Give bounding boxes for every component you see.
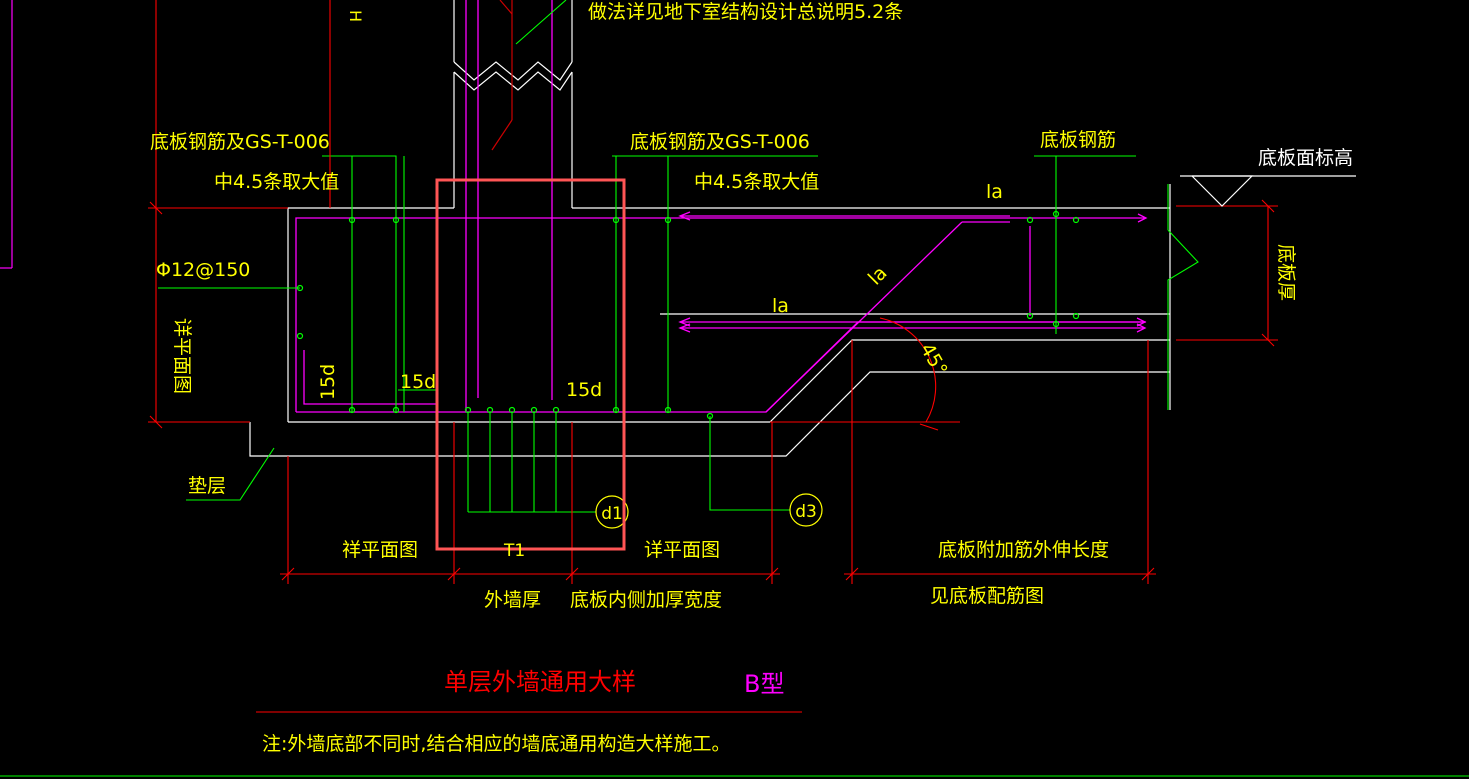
inner-thicken-label: 底板内侧加厚宽度 <box>570 589 722 611</box>
bar-spec-label: Φ12@150 <box>156 259 250 281</box>
footnote: 注:外墙底部不同时,结合相应的墙底通用构造大样施工。 <box>262 733 730 755</box>
mid-rebar-note-line1: 底板钢筋及GS-T-006 <box>630 131 810 153</box>
slab-top-elevation-label: 底板面标高 <box>1258 147 1353 169</box>
leader-lines <box>158 0 1199 513</box>
see-plan-vertical-label: 详平面图 <box>171 318 193 394</box>
wall-thickness-label: 外墙厚 <box>484 589 541 611</box>
rebar-lines <box>295 0 1146 413</box>
rebar-arrowheads <box>678 211 1148 333</box>
drawing-title: 单层外墙通用大样 <box>444 668 636 696</box>
rebar-dots <box>296 210 1080 420</box>
top-note: 做法详见地下室结构设计总说明5.2条 <box>588 1 903 23</box>
callout-d3: d3 <box>789 493 823 527</box>
la-label-diagonal: la <box>864 262 892 290</box>
dim-far-label: 底板附加筋外伸长度 <box>938 539 1109 561</box>
mid-rebar-note-line2: 中4.5条取大值 <box>694 171 819 193</box>
svg-text:d1: d1 <box>601 504 623 524</box>
type-tag: B型 <box>744 670 784 698</box>
left-rebar-note-line1: 底板钢筋及GS-T-006 <box>150 131 330 153</box>
top-rotated-label: H <box>346 10 365 22</box>
cushion-label: 垫层 <box>188 475 226 497</box>
right-rebar-note: 底板钢筋 <box>1040 129 1116 151</box>
la-label-middle: la <box>772 295 789 317</box>
wall-outline <box>287 0 1171 423</box>
anchor-15d-left: 15d <box>400 371 436 393</box>
see-slab-rebar-label: 见底板配筋图 <box>930 585 1044 607</box>
dim-t1-label: T1 <box>503 541 525 561</box>
elevation-symbol <box>1180 175 1356 207</box>
dimension-lines <box>148 0 1278 584</box>
wall-hatch <box>491 0 513 151</box>
anchor-15d-right: 15d <box>566 379 602 401</box>
left-edge-line <box>0 0 13 269</box>
callout-d1: d1 <box>595 495 629 529</box>
left-rebar-note-line2: 中4.5条取大值 <box>214 171 339 193</box>
la-label-top: la <box>986 181 1003 203</box>
svg-text:d3: d3 <box>795 502 817 522</box>
dim-left-label: 祥平面图 <box>342 539 418 561</box>
cushion-layer <box>249 371 1170 457</box>
slab-thickness-label: 底板厚 <box>1275 244 1297 301</box>
selection-highlight-box <box>435 178 626 551</box>
angle-label: 45° <box>916 340 952 380</box>
dim-right-label: 详平面图 <box>644 539 720 561</box>
anchor-15d-vertical: 15d <box>317 364 339 400</box>
